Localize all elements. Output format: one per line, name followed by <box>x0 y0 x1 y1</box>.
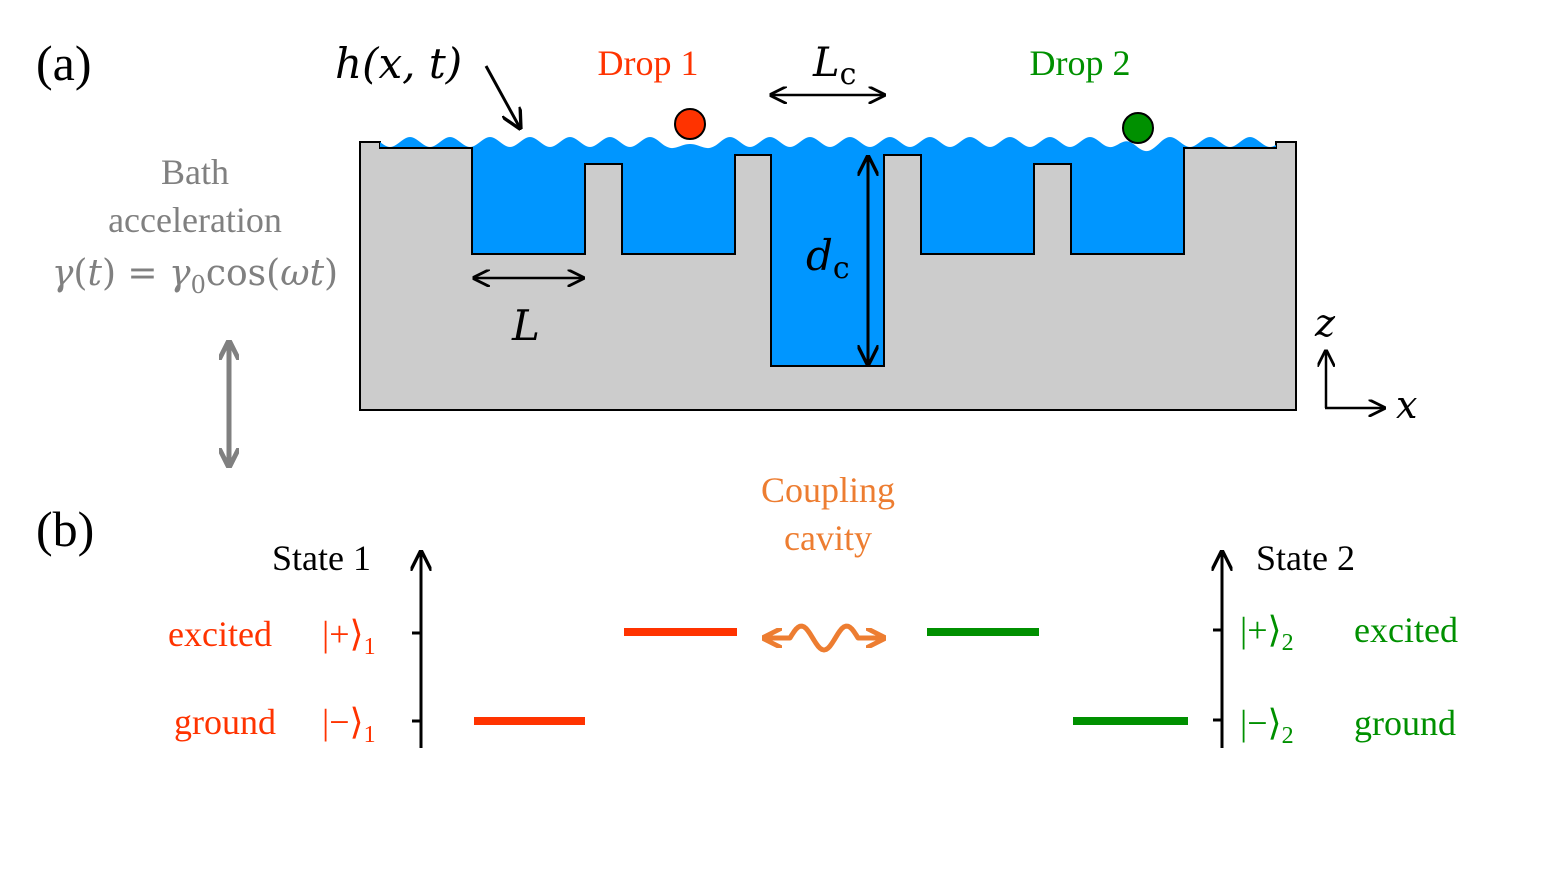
state-1-ket-minus: |−⟩1 <box>322 702 376 748</box>
bath-line-1: Bath <box>161 152 229 192</box>
ket-plus-2-text: |+⟩ <box>1240 610 1282 650</box>
ket-plus-2-subscript: 2 <box>1282 630 1294 656</box>
bath-acceleration-equation: γ(t) = γ0cos(ωt) <box>52 253 338 299</box>
fluid-layer <box>380 137 1276 366</box>
x-axis-label: x <box>1396 383 1417 427</box>
ket-plus-1-subscript: 1 <box>364 634 376 660</box>
coupling-cavity-line-1: Coupling <box>761 470 895 510</box>
cavity-depth-label: dc <box>806 231 850 286</box>
drop-1 <box>674 108 706 140</box>
state-2-title: State 2 <box>1256 538 1355 578</box>
coupling-length-subscript: c <box>840 57 857 92</box>
height-symbol: h <box>335 39 362 88</box>
drop-2-label: Drop 2 <box>1030 43 1131 83</box>
gamma0-symbol: γ <box>169 253 191 294</box>
ket-minus-1-subscript: 1 <box>364 722 376 748</box>
state-1-ket-plus: |+⟩1 <box>322 614 376 660</box>
state-1-ground-label: ground <box>174 702 276 742</box>
state-1-title: State 1 <box>272 538 371 578</box>
height-pointer-arrow <box>484 65 520 128</box>
equals-sign: = <box>116 253 169 294</box>
state-2-ground-label: ground <box>1354 703 1456 743</box>
ket-plus-1-text: |+⟩ <box>322 614 364 654</box>
ket-minus-2-text: |−⟩ <box>1240 703 1282 743</box>
ket-minus-2-subscript: 2 <box>1282 723 1294 749</box>
coupling-cavity-line-2: cavity <box>784 518 872 558</box>
gamma-symbol: γ <box>52 253 74 294</box>
height-args: (x, t) <box>362 39 462 88</box>
coupling-length-label: Lc <box>812 40 856 92</box>
gamma0-subscript: 0 <box>191 271 206 299</box>
time-symbol-2: t <box>310 253 325 294</box>
drop-2 <box>1122 112 1154 144</box>
state-1-excited-label: excited <box>168 614 272 654</box>
panel-label-b: (b) <box>36 501 94 557</box>
z-axis-label: z <box>1314 301 1336 345</box>
ket-minus-1-text: |−⟩ <box>322 702 364 742</box>
coupling-wave-arrow <box>766 623 882 653</box>
drop-1-label: Drop 1 <box>598 43 699 83</box>
state-2-excited-label: excited <box>1354 610 1458 650</box>
cos-symbol: cos <box>206 253 266 294</box>
bath-line-2: acceleration <box>108 200 282 240</box>
omega-symbol: ω <box>280 253 309 294</box>
well-length-label: L <box>511 301 540 350</box>
cavity-depth-symbol: d <box>806 231 833 280</box>
height-field-label: h(x, t) <box>335 39 462 88</box>
cavity-depth-subscript: c <box>833 251 850 286</box>
panel-label-a: (a) <box>36 35 92 91</box>
time-symbol: t <box>87 253 102 294</box>
state-2-ket-plus: |+⟩2 <box>1240 610 1294 656</box>
state-2-ket-minus: |−⟩2 <box>1240 703 1294 749</box>
wells-outline <box>380 147 1276 367</box>
coupling-length-symbol: L <box>812 40 840 86</box>
